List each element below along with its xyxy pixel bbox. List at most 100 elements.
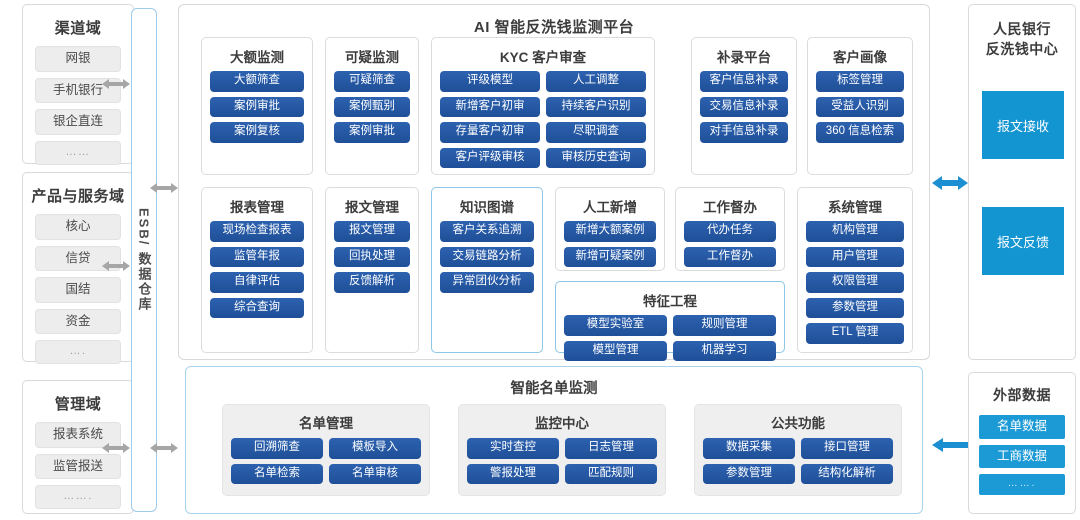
namelist-button[interactable]: 名单检索 <box>231 463 323 484</box>
module-button[interactable]: 案例审批 <box>210 96 304 117</box>
module-button[interactable]: 新增客户初审 <box>440 96 540 117</box>
namelist-button[interactable]: 模板导入 <box>329 438 421 459</box>
arrow-product-to-esb <box>102 261 130 271</box>
module-title: 报表管理 <box>230 200 284 215</box>
namelist-card-title: 监控中心 <box>535 416 589 431</box>
module-knowledge-graph: 知识图谱 客户关系追溯 交易链路分析 异常团伙分析 <box>431 187 543 353</box>
module-work-supervision: 工作督办 代办任务 工作督办 <box>675 187 785 271</box>
namelist-button[interactable]: 数据采集 <box>703 438 795 459</box>
domain-chip[interactable]: 监管报送 <box>35 453 121 479</box>
pboc-title: 人民银行 反洗钱中心 <box>969 5 1075 60</box>
module-button[interactable]: 审核历史查询 <box>546 147 646 168</box>
module-button[interactable]: 权限管理 <box>806 272 904 293</box>
module-buttons: 现场检查报表 监管年报 自律评估 综合查询 <box>202 221 312 318</box>
module-button[interactable]: 评级模型 <box>440 71 540 92</box>
module-button[interactable]: 异常团伙分析 <box>440 272 534 293</box>
module-button[interactable]: 机器学习 <box>673 340 776 361</box>
domain-chip[interactable]: 资金 <box>35 308 121 334</box>
module-button[interactable]: 案例审批 <box>334 122 410 143</box>
namelist-button[interactable]: 实时查控 <box>467 438 559 459</box>
module-button[interactable]: 可疑筛查 <box>334 71 410 92</box>
module-button[interactable]: 案例甄别 <box>334 96 410 117</box>
module-button[interactable]: 案例复核 <box>210 122 304 143</box>
module-button[interactable]: 尽职调查 <box>546 122 646 143</box>
module-button[interactable]: 交易信息补录 <box>700 96 788 117</box>
module-button[interactable]: 标签管理 <box>816 71 904 92</box>
namelist-button[interactable]: 参数管理 <box>703 463 795 484</box>
module-button[interactable]: 反馈解析 <box>334 272 410 293</box>
domain-title: 管理域 <box>54 396 102 413</box>
module-button[interactable]: 新增可疑案例 <box>564 246 656 267</box>
module-button[interactable]: 大额筛查 <box>210 71 304 92</box>
domain-chip[interactable]: 报表系统 <box>35 422 121 448</box>
module-buttons: 可疑筛查 案例甄别 案例审批 <box>326 71 418 143</box>
module-button[interactable]: ETL 管理 <box>806 323 904 344</box>
external-data-list: 名单数据 工商数据 ……. <box>969 415 1075 495</box>
module-button[interactable]: 客户关系追溯 <box>440 221 534 242</box>
domain-chip[interactable]: 手机银行 <box>35 77 121 103</box>
namelist-button[interactable]: 接口管理 <box>801 438 893 459</box>
module-button[interactable]: 人工调整 <box>546 71 646 92</box>
module-button[interactable]: 规则管理 <box>673 315 776 336</box>
domain-chip-ellipsis: ……. <box>35 485 121 509</box>
pboc-block-message-feedback[interactable]: 报文反馈 <box>982 207 1064 275</box>
module-button[interactable]: 模型管理 <box>564 340 667 361</box>
module-button[interactable]: 回执处理 <box>334 246 410 267</box>
pboc-title-line1: 人民银行 <box>993 21 1051 37</box>
namelist-button[interactable]: 回溯筛查 <box>231 438 323 459</box>
esb-label: ESB/ 数据仓库 <box>136 208 152 312</box>
module-button[interactable]: 监管年报 <box>210 246 304 267</box>
namelist-button[interactable]: 结构化解析 <box>801 463 893 484</box>
external-data-chip[interactable]: 工商数据 <box>979 444 1065 468</box>
module-button[interactable]: 现场检查报表 <box>210 221 304 242</box>
module-manual-add: 人工新增 新增大额案例 新增可疑案例 <box>555 187 665 271</box>
module-button[interactable]: 报文管理 <box>334 221 410 242</box>
domain-panel-channel: 渠道域 网银 手机银行 银企直连 …… <box>22 4 134 165</box>
namelist-button[interactable]: 匹配规则 <box>565 463 657 484</box>
platform-panel: AI 智能反洗钱监测平台 大额监测 大额筛查 案例审批 案例复核 可疑监测 可疑… <box>178 4 930 361</box>
domain-chip[interactable]: 国结 <box>35 277 121 303</box>
namelist-button[interactable]: 警报处理 <box>467 463 559 484</box>
external-data-panel: 外部数据 名单数据 工商数据 ……. <box>968 372 1076 514</box>
module-button[interactable]: 360 信息检索 <box>816 122 904 143</box>
module-button[interactable]: 参数管理 <box>806 297 904 318</box>
namelist-card-title: 名单管理 <box>299 416 353 431</box>
module-button[interactable]: 存量客户初审 <box>440 122 540 143</box>
pboc-block-message-receive[interactable]: 报文接收 <box>982 91 1064 159</box>
module-button[interactable]: 交易链路分析 <box>440 246 534 267</box>
domain-chip[interactable]: 核心 <box>35 214 121 240</box>
module-button[interactable]: 新增大额案例 <box>564 221 656 242</box>
namelist-card-buttons: 回溯筛查 模板导入 名单检索 名单审核 <box>223 438 429 484</box>
module-title: KYC 客户审查 <box>499 50 587 65</box>
arrow-platform-to-pboc <box>932 176 968 190</box>
namelist-card-buttons: 实时查控 日志管理 警报处理 匹配规则 <box>459 438 665 484</box>
module-button[interactable]: 综合查询 <box>210 297 304 318</box>
domain-chip[interactable]: 银企直连 <box>35 109 121 135</box>
external-data-chip[interactable]: 名单数据 <box>979 415 1065 439</box>
module-button[interactable]: 模型实验室 <box>564 315 667 336</box>
namelist-button[interactable]: 名单审核 <box>329 463 421 484</box>
namelist-card-title: 公共功能 <box>771 416 825 431</box>
module-button[interactable]: 持续客户识别 <box>546 96 646 117</box>
module-button[interactable]: 客户评级审核 <box>440 147 540 168</box>
module-button[interactable]: 机构管理 <box>806 221 904 242</box>
module-title: 补录平台 <box>717 50 771 65</box>
domain-panel-management: 管理域 报表系统 监管报送 ……. <box>22 380 134 514</box>
module-buttons: 报文管理 回执处理 反馈解析 <box>326 221 418 293</box>
module-button[interactable]: 对手信息补录 <box>700 122 788 143</box>
namelist-card-list-management: 名单管理 回溯筛查 模板导入 名单检索 名单审核 <box>222 404 430 496</box>
module-button[interactable]: 代办任务 <box>684 221 776 242</box>
module-title: 报文管理 <box>345 200 399 215</box>
domain-chip-ellipsis: …. <box>35 340 121 364</box>
module-button[interactable]: 自律评估 <box>210 272 304 293</box>
module-button[interactable]: 用户管理 <box>806 246 904 267</box>
module-button[interactable]: 工作督办 <box>684 246 776 267</box>
namelist-monitoring-panel: 智能名单监测 名单管理 回溯筛查 模板导入 名单检索 名单审核 监控中心 实时查… <box>185 366 923 514</box>
external-data-chip-ellipsis: ……. <box>979 474 1065 495</box>
arrow-esb-to-namelist <box>150 443 178 453</box>
namelist-button[interactable]: 日志管理 <box>565 438 657 459</box>
module-button[interactable]: 客户信息补录 <box>700 71 788 92</box>
domain-chip[interactable]: 网银 <box>35 46 121 72</box>
module-title: 知识图谱 <box>460 200 514 215</box>
module-button[interactable]: 受益人识别 <box>816 96 904 117</box>
